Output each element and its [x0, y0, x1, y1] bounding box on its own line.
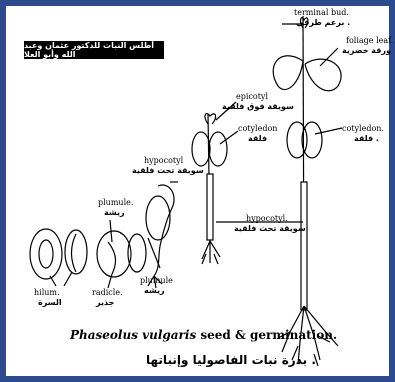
label-hypocotyl-mid-en: hypocotyl. [246, 214, 288, 223]
label-hypocotyl-mid-ar: سويقة تحت فلقية [234, 224, 306, 233]
label-terminal-bud-en: terminal bud. [294, 8, 349, 17]
label-foliage-leaf-ar: ورقة خضرية [342, 46, 391, 55]
label-hypocotyl-top-ar: سويقة تحت فلقية [132, 166, 204, 175]
label-terminal-bud-ar: برعم طرفي . [296, 18, 350, 27]
label-epicotyl-ar: سويقة فوق فلقية [222, 102, 294, 111]
label-hilum-ar: السرة [38, 298, 62, 307]
label-cotyledon-left-ar: فلقة [248, 134, 267, 143]
diagram-canvas: أطلس النبات للدكتور عثمان وعبد الله وأبو… [20, 6, 389, 376]
label-plumule-top-en: plumule. [98, 198, 133, 207]
caption-arabic: بذرة نبات الفاصوليا وإنباتها . [146, 353, 316, 367]
label-cotyledon-right-ar: فلقة . [354, 134, 379, 143]
caption-english: Phaseolus vulgaris seed & germination. [70, 328, 337, 342]
foliage-leaf-right [305, 59, 341, 91]
label-radicle-ar: جذير [96, 298, 114, 307]
label-cotyledon-left-en: cotyledon [238, 124, 277, 133]
label-hypocotyl-top-en: hypocotyl [144, 156, 183, 165]
label-plumule-bottom-ar: ريشه [144, 286, 165, 295]
seed-outer [30, 229, 62, 279]
foliage-leaf-left [273, 56, 303, 90]
seed-inner [65, 230, 87, 274]
caption-species: Phaseolus vulgaris [70, 328, 196, 342]
label-cotyledon-right-en: cotyledon. [342, 124, 384, 133]
label-plumule-top-ar: ريشة [104, 208, 125, 217]
label-foliage-leaf-en: foliage leaf. [346, 36, 393, 45]
label-hilum-en: hilum. [34, 288, 60, 297]
germination-illustration [20, 6, 389, 376]
caption-rest: seed & germination. [196, 328, 337, 342]
label-radicle-en: radicle. [92, 288, 123, 297]
label-epicotyl-en: epicotyl [236, 92, 268, 101]
label-plumule-bottom-en: plumule [140, 276, 173, 285]
